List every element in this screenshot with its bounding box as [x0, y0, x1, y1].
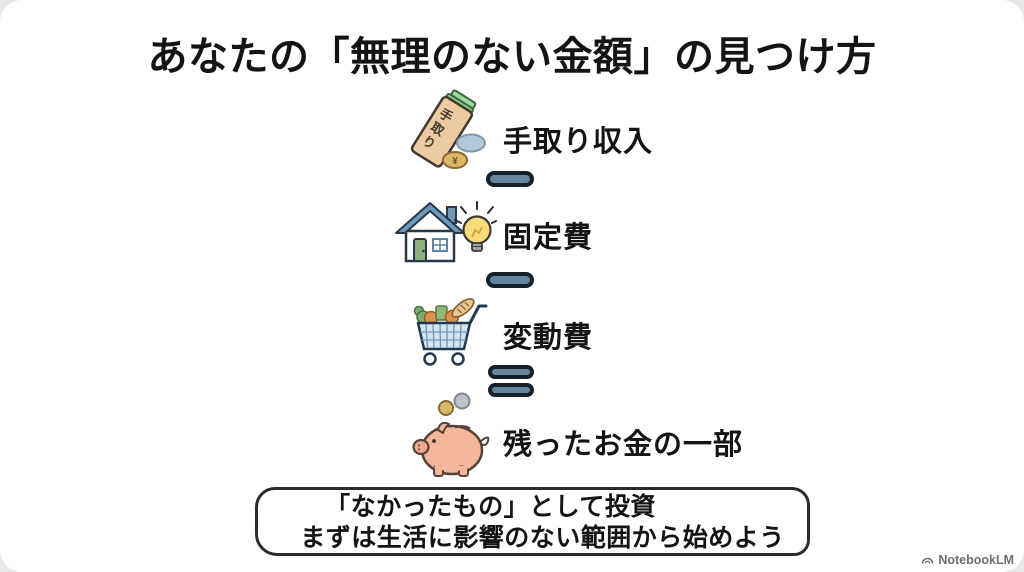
- row-label-remaining-money: 残ったお金の一部: [503, 429, 744, 461]
- svg-text:¥: ¥: [452, 156, 458, 167]
- house-lightbulb-icon: [393, 197, 497, 265]
- equals-operator-bar-bottom: [488, 383, 534, 397]
- piggy-bank-icon: [404, 392, 499, 484]
- row-label-variable-costs: 変動費: [503, 322, 594, 354]
- callout-box: 「なかったもの」として投資 まずは生活に影響のない範囲から始めよう: [255, 487, 810, 556]
- equals-operator-bar-top: [488, 365, 534, 379]
- callout-line-2: まずは生活に影響のない範囲から始めよう: [300, 524, 785, 552]
- callout-line-1: 「なかったもの」として投資: [325, 493, 656, 521]
- notebooklm-logo-icon: [922, 557, 934, 564]
- minus-operator-1: [486, 171, 534, 187]
- minus-operator-2: [486, 272, 534, 288]
- notebooklm-watermark: NotebookLM: [921, 553, 1014, 567]
- row-label-net-income: 手取り収入: [503, 126, 654, 158]
- watermark-label: NotebookLM: [938, 553, 1014, 567]
- page-title: あなたの「無理のない金額」の見つけ方: [147, 35, 877, 79]
- row-label-fixed-costs: 固定費: [503, 222, 594, 254]
- shopping-cart-icon: [406, 291, 492, 369]
- money-envelope-icon: ¥ 手取り: [395, 88, 495, 172]
